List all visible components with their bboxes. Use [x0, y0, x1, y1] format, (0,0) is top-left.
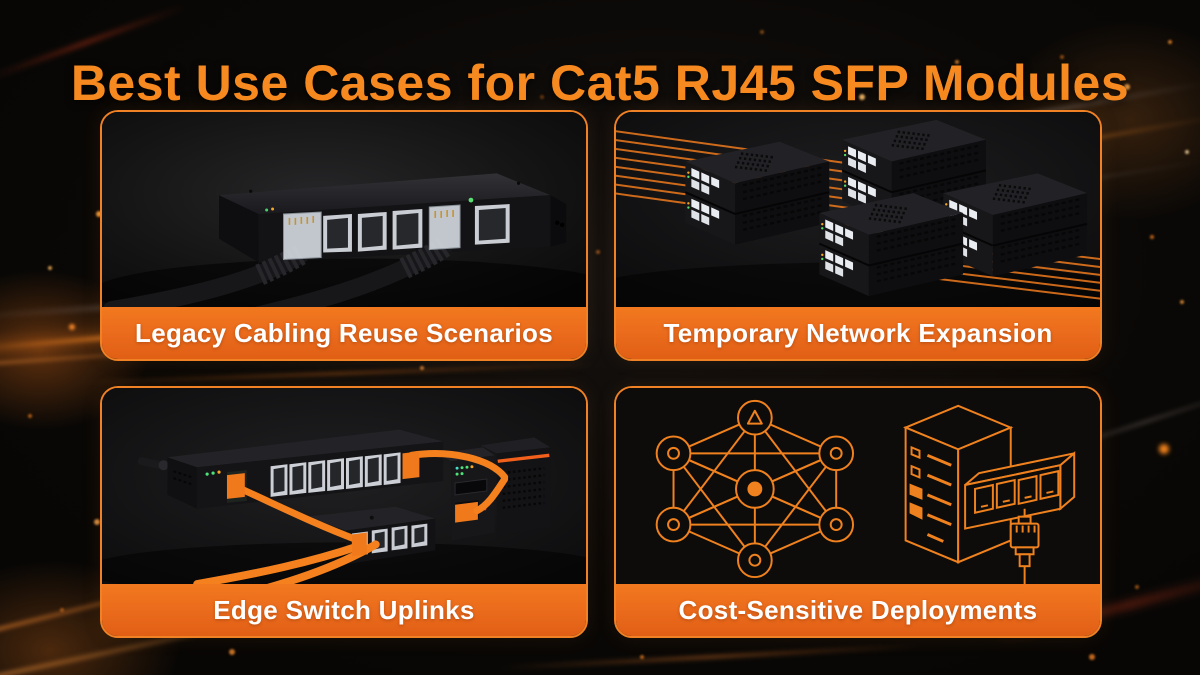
- edge-switch-photo: [102, 388, 586, 584]
- cost-sensitive-line-art: [616, 388, 1100, 584]
- card-grid: Legacy Cabling Reuse Scenarios: [100, 110, 1102, 638]
- rj45-ports: [265, 197, 510, 253]
- network-switch-graphic: [102, 112, 586, 307]
- card-legacy-cabling-reuse: Legacy Cabling Reuse Scenarios: [100, 110, 588, 361]
- card-label: Cost-Sensitive Deployments: [678, 594, 1038, 625]
- streak-bottom-center: [500, 644, 920, 670]
- bokeh-dots: [0, 0, 4, 4]
- card-label-bar: Cost-Sensitive Deployments: [616, 584, 1100, 636]
- card-label-bar: Temporary Network Expansion: [616, 307, 1100, 359]
- rj45-cables: [103, 204, 461, 307]
- line-art-graphic: [616, 388, 1100, 584]
- card-edge-switch-uplinks: Edge Switch Uplinks: [100, 386, 588, 638]
- card-label-bar: Edge Switch Uplinks: [102, 584, 586, 636]
- rj45-plug-icon: [1009, 508, 1040, 584]
- rack-switch: [137, 429, 444, 509]
- media-converter-stack-photo: [616, 112, 1100, 307]
- card-label: Legacy Cabling Reuse Scenarios: [135, 317, 553, 348]
- edge-switch-graphic: [102, 388, 586, 584]
- card-label: Edge Switch Uplinks: [213, 594, 475, 625]
- topology-nodes: [655, 399, 855, 579]
- orange-cables: [193, 450, 509, 584]
- card-label-bar: Legacy Cabling Reuse Scenarios: [102, 307, 586, 359]
- card-temporary-expansion: Temporary Network Expansion: [614, 110, 1102, 361]
- stacked-converters-graphic: [616, 112, 1100, 307]
- network-topology-icon: [655, 399, 855, 579]
- card-cost-sensitive: Cost-Sensitive Deployments: [614, 386, 1102, 638]
- clear-rj45-connector-2: [428, 204, 461, 251]
- clear-rj45-connector-1: [283, 211, 322, 261]
- page-title: Best Use Cases for Cat5 RJ45 SFP Modules: [70, 54, 1130, 111]
- card-label: Temporary Network Expansion: [663, 317, 1053, 348]
- switch-line-icon: [964, 451, 1076, 530]
- legacy-cabling-photo: [102, 112, 586, 307]
- switch-ports: [974, 469, 1060, 514]
- server-bays: [909, 445, 952, 543]
